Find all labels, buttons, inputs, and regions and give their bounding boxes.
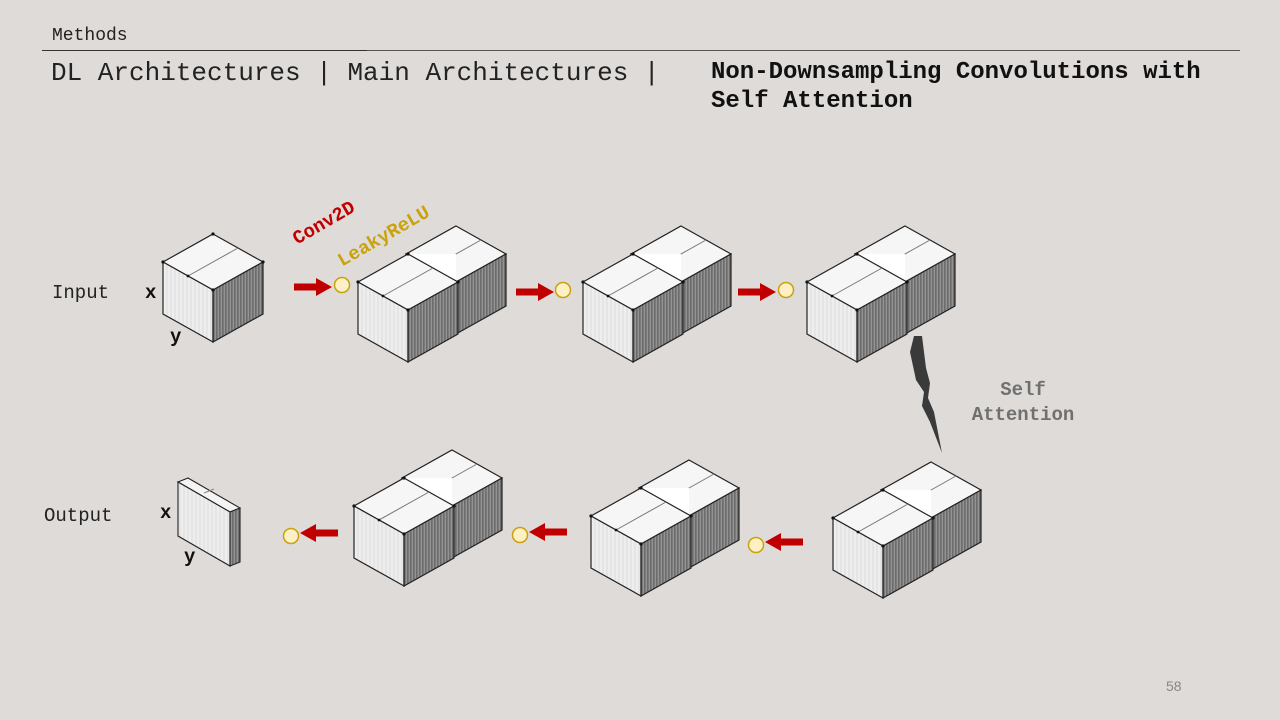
input-axis-y: y (170, 326, 182, 348)
output-label: Output (44, 505, 113, 527)
self-attention-label: Self Attention (963, 378, 1083, 428)
input-label: Input (52, 282, 110, 304)
activation-node-6 (282, 527, 300, 545)
arrow-5 (529, 523, 567, 541)
activation-node-2 (554, 281, 572, 299)
activation-node-4 (747, 536, 765, 554)
header-divider-right (367, 50, 1240, 51)
feature-block-top-2 (581, 226, 731, 362)
feature-block-top-3 (805, 226, 955, 362)
arrow-1 (294, 278, 332, 296)
feature-block-bottom-3 (831, 462, 981, 598)
page-number: 58 (1166, 678, 1182, 694)
output-axis-y: y (184, 546, 196, 568)
feature-block-bottom-2 (589, 460, 739, 596)
arrow-2 (516, 283, 554, 301)
output-tensor (176, 477, 242, 567)
arrow-4 (765, 533, 803, 551)
header-divider (42, 50, 367, 51)
input-axis-x: x (145, 282, 157, 304)
feature-block-bottom-1 (352, 450, 502, 586)
activation-node-5 (511, 526, 529, 544)
title-line-1: Non-Downsampling Convolutions with (711, 59, 1201, 86)
output-axis-x: x (160, 502, 172, 524)
arrow-3 (738, 283, 776, 301)
activation-node-3 (777, 281, 795, 299)
section-label: Methods (52, 26, 128, 46)
self-attention-line-2: Attention (971, 404, 1075, 426)
title-line-2: Self Attention (711, 88, 913, 115)
slide-title: Non-Downsampling Convolutions with Self … (711, 58, 1271, 116)
lightning-icon (910, 336, 942, 453)
activation-node-1 (333, 276, 351, 294)
arrow-6 (300, 524, 338, 542)
breadcrumb: DL Architectures | Main Architectures | (51, 58, 660, 88)
self-attention-line-1: Self (1000, 379, 1046, 401)
